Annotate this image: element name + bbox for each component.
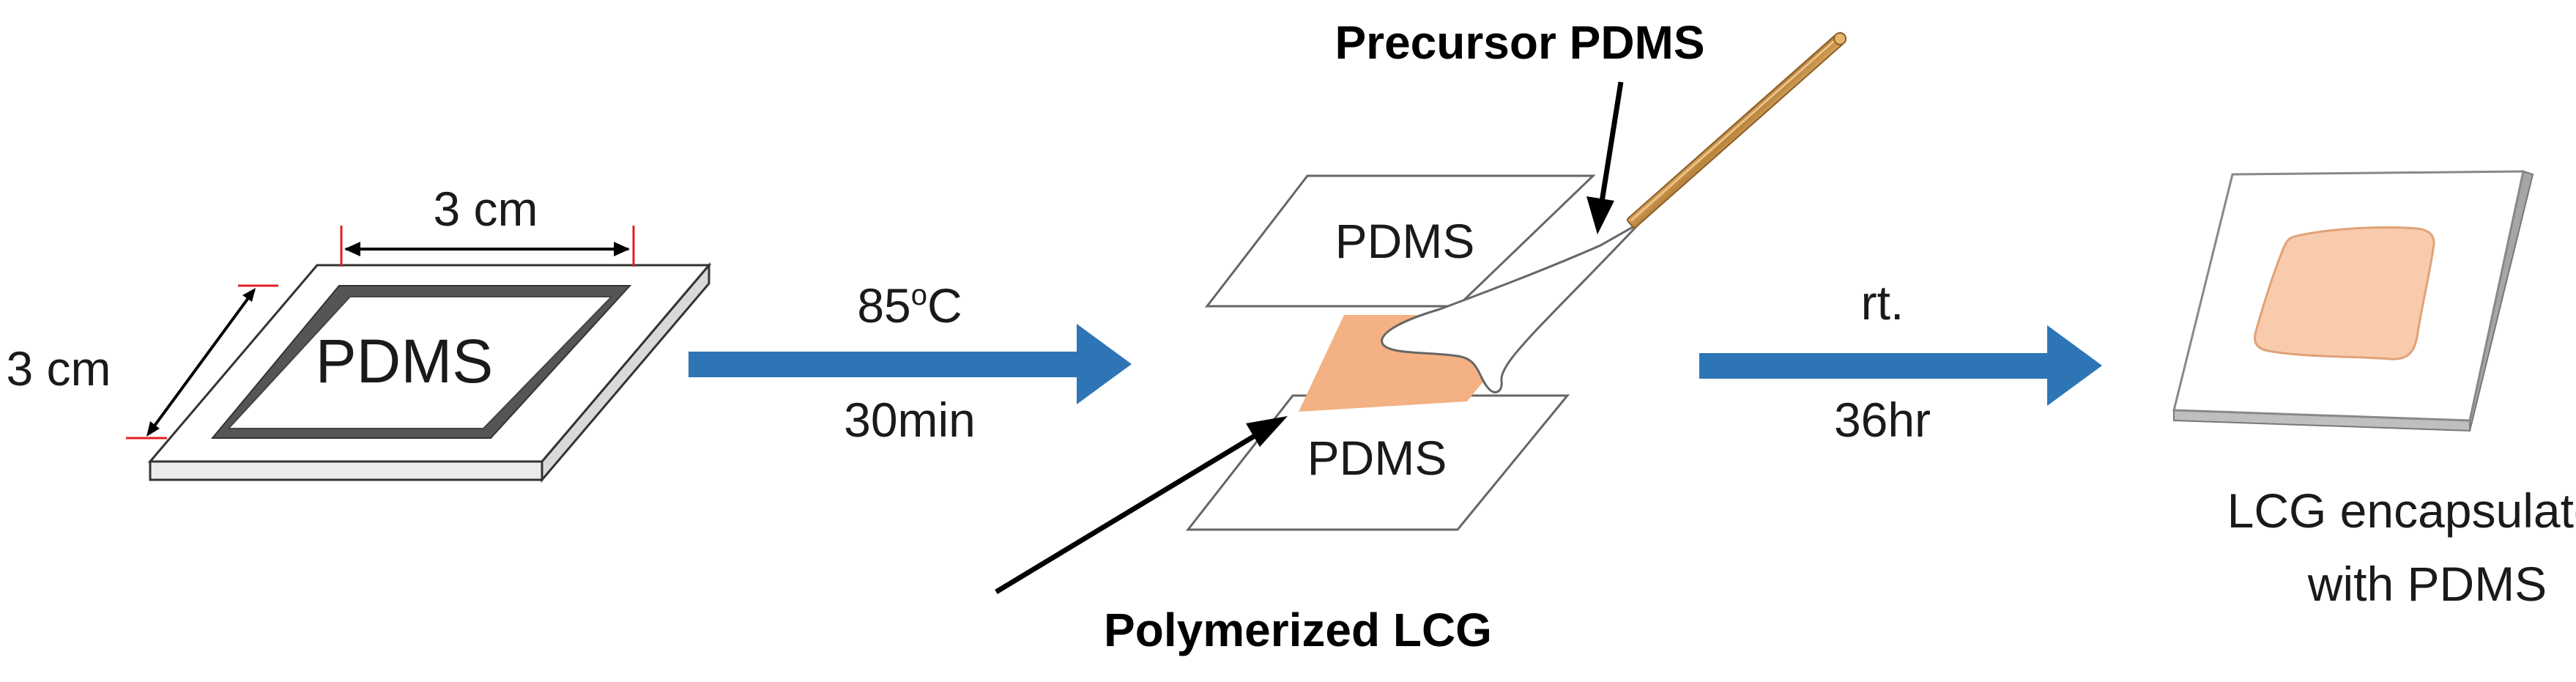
result-caption-line1: LCG encapsulated [2227,483,2576,538]
arrow1-temp-unit: C [927,278,962,333]
arrow2-condition: rt. [1861,275,1904,330]
rod-tip [1833,31,1847,45]
rod-highlight [1630,38,1838,222]
height-label: 3 cm [6,341,111,396]
arrow1-head [1077,324,1132,404]
polymerized-lcg-label: Polymerized LCG [1104,604,1492,656]
mold-cavity [226,296,614,429]
height-arrowhead-top [242,288,256,302]
arrow1-temp-value: 85 [857,278,910,333]
encapsulated-result: LCG encapsulated with PDMS [2172,170,2576,611]
precursor-pdms-label: Precursor PDMS [1335,16,1704,69]
polymerized-pointer-head [1246,416,1288,447]
bottom-pdms-label: PDMS [1307,431,1447,485]
precursor-pointer-line [1597,81,1624,212]
width-arrowhead-left [344,242,360,256]
arrow1-duration: 30min [844,393,976,447]
width-label: 3 cm [433,182,538,236]
arrow1-shaft [688,352,1080,377]
mold-front-edge [149,460,543,481]
arrow1-temperature: 85oC [857,278,962,333]
encapsulated-lcg-film [2254,226,2435,360]
mold-label: PDMS [316,327,494,396]
width-arrowhead-right [614,242,630,256]
process-arrow-2: rt. 36hr [1699,275,2102,447]
arrow2-shaft [1699,353,2049,379]
polymerized-pointer-line [995,431,1260,594]
result-caption-line2: with PDMS [2307,557,2547,611]
stirring-rod [1626,31,1847,229]
precursor-pdms-pour [1381,222,1641,393]
sandwich-assembly: PDMS PDMS Precursor PDMS Polymerized LCG [995,16,1847,656]
bottom-pdms-sheet [1185,394,1570,531]
arrow2-head [2047,325,2102,406]
arrow1-temp-degree: o [911,279,927,311]
pdms-mold: PDMS 3 cm 3 cm [6,182,712,483]
top-pdms-label: PDMS [1335,214,1475,268]
height-dimension-line [147,289,256,435]
arrow2-duration: 36hr [1834,393,1931,447]
precursor-pointer-head [1586,196,1614,234]
process-arrow-1: 85oC 30min [688,278,1132,447]
height-arrowhead-bottom [146,421,160,437]
